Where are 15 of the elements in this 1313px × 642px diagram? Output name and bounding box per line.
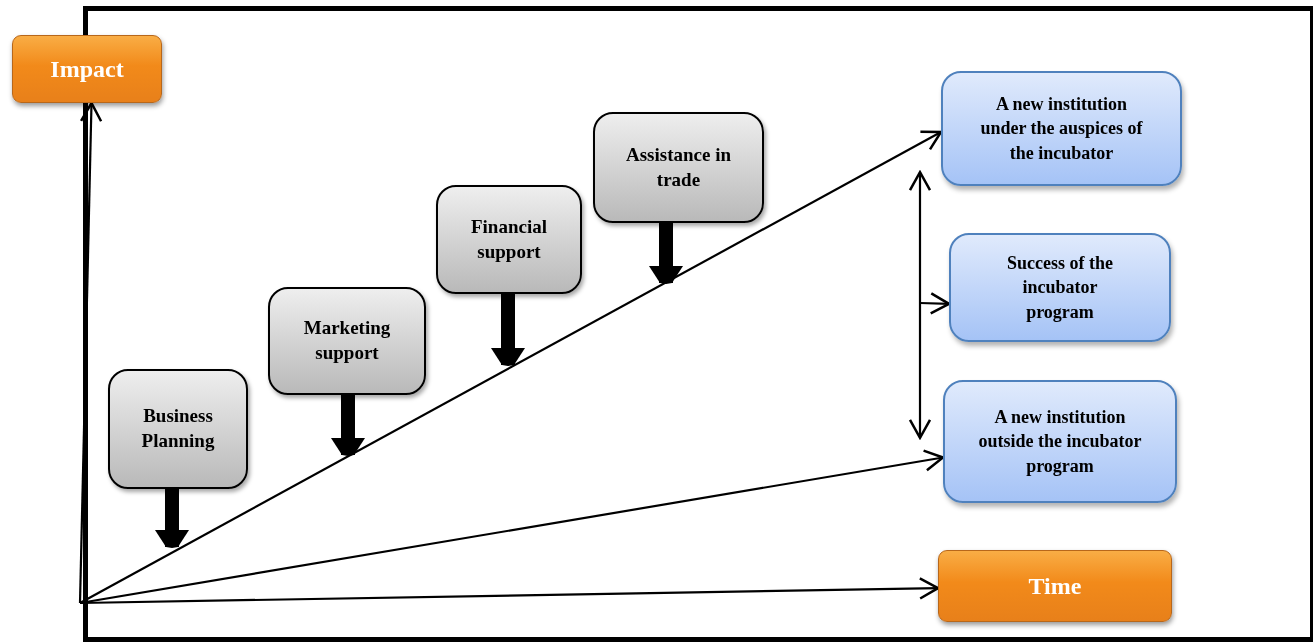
step-box: Marketing support — [268, 287, 426, 395]
arrow — [908, 170, 932, 440]
arrow — [78, 101, 103, 604]
arrow — [79, 130, 943, 604]
step-box: Business Planning — [108, 369, 248, 489]
arrow — [919, 292, 951, 315]
axis-label-box: Impact — [12, 35, 162, 103]
outcome-box: Success of the incubator program — [949, 233, 1171, 342]
axis-label-box: Time — [938, 550, 1172, 622]
arrow — [79, 449, 945, 605]
outcome-box: A new institution under the auspices of the incubator — [941, 71, 1182, 186]
arrow — [80, 577, 940, 605]
step-box: Financial support — [436, 185, 582, 294]
step-box: Assistance in trade — [593, 112, 764, 223]
outcome-box: A new institution outside the incubator program — [943, 380, 1177, 503]
